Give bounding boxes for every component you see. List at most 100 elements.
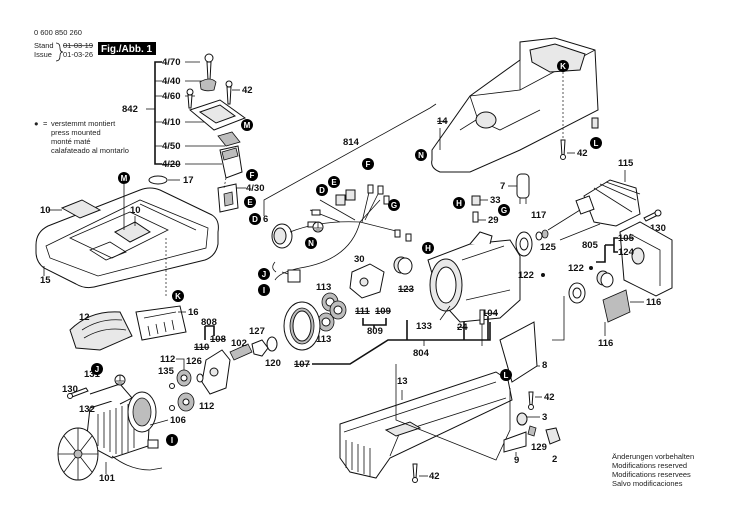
planet-carrier	[349, 263, 385, 299]
callout-120: 120	[265, 358, 281, 369]
marker-J-harness: J	[258, 268, 270, 280]
callout-42-switch: 42	[242, 85, 253, 96]
callout-116-right: 116	[646, 297, 661, 308]
callout-109: 109	[375, 306, 391, 317]
motor-plug	[147, 439, 159, 449]
marker-L-housing: L	[590, 137, 602, 149]
gasket-122-left	[515, 231, 533, 257]
callout-123: 123	[398, 284, 414, 295]
wiring-harness	[274, 184, 412, 281]
callout-122-left: 122	[518, 270, 534, 281]
callout-116-bottom: 116	[598, 338, 613, 349]
callout-127: 127	[249, 326, 265, 337]
callout-10-center: 10	[130, 205, 141, 216]
svg-text:E: E	[247, 198, 253, 207]
legend-line-fr: monté maté	[51, 137, 91, 146]
gear-112-top	[176, 369, 192, 387]
callout-808: 808	[201, 317, 217, 328]
marker-E-harness: E	[328, 176, 340, 188]
clip-135a	[169, 383, 175, 389]
callout-13: 13	[397, 376, 408, 387]
marker-H-clip: H	[453, 197, 465, 209]
brush-holder-cover	[619, 221, 673, 297]
callout-42-housing: 42	[577, 148, 588, 159]
switch-contact-4-50	[217, 131, 241, 147]
callout-131: 131	[84, 369, 101, 380]
washer-120	[266, 336, 278, 352]
brace-icon	[55, 42, 64, 62]
callout-42-base-right: 42	[544, 392, 555, 403]
svg-text:I: I	[263, 286, 265, 295]
switch-screw-4-70	[204, 53, 214, 81]
ground-symbol-motor-icon	[114, 374, 126, 386]
svg-text:I: I	[171, 436, 173, 445]
svg-text:J: J	[95, 365, 99, 374]
callout-30: 30	[354, 254, 365, 265]
capacitor-7	[516, 173, 530, 204]
housing-clip	[591, 117, 599, 129]
armature-115	[547, 179, 641, 231]
callout-132: 132	[79, 404, 95, 415]
svg-text:K: K	[560, 62, 566, 71]
ground-symbol-icon	[312, 221, 324, 233]
marker-H-harness: H	[422, 242, 434, 254]
svg-text:F: F	[366, 160, 371, 169]
figure-label: Fig./Abb. 1	[101, 44, 153, 55]
switch-4-20	[219, 145, 243, 179]
callout-130-left: 130	[62, 384, 78, 395]
callout-112-top: 112	[160, 354, 175, 365]
callout-4-60: 4/60	[162, 91, 181, 102]
callout-112-bottom: 112	[199, 401, 214, 412]
group-805-bracket	[596, 237, 618, 263]
marker-G-capacitor: G	[498, 204, 510, 216]
svg-text:L: L	[594, 139, 599, 148]
callout-12: 12	[79, 312, 90, 323]
marker-L-base: L	[500, 369, 512, 381]
callout-115: 115	[618, 158, 634, 169]
svg-text:H: H	[456, 199, 462, 208]
legend-line-en: press mounted	[51, 128, 101, 137]
marker-F-harness: F	[362, 158, 374, 170]
svg-text:N: N	[308, 239, 314, 248]
issue-label: Issue	[34, 50, 52, 59]
callout-101: 101	[99, 473, 116, 484]
legend-equals: =	[43, 119, 48, 128]
legend-line-de: verstemmt montiert	[51, 119, 116, 128]
callout-814: 814	[343, 137, 360, 148]
marker-N-housing: N	[415, 149, 427, 161]
svg-text:M: M	[121, 174, 128, 183]
svg-text:D: D	[319, 186, 325, 195]
footer-line-fr: Modifications reservees	[612, 470, 691, 479]
group-804-bracket	[312, 316, 491, 365]
washer-126	[196, 373, 204, 383]
gasket-122-right	[568, 282, 586, 304]
callout-29: 29	[488, 215, 499, 226]
callout-126: 126	[186, 356, 202, 367]
callout-33: 33	[490, 195, 501, 206]
motor-housing-top	[431, 37, 599, 173]
clip-33	[471, 195, 481, 206]
callout-107: 107	[294, 359, 310, 370]
callout-4-70: 4/70	[162, 57, 181, 68]
callout-3: 3	[542, 412, 547, 423]
footer-line-en: Modifications reserved	[612, 461, 687, 470]
svg-text:D: D	[252, 215, 258, 224]
marker-D-harness: D	[316, 184, 328, 196]
callout-16: 16	[188, 307, 199, 318]
washer-117	[535, 231, 543, 241]
screw-130-left	[67, 387, 89, 399]
stand-date: 01-03-19	[63, 41, 93, 50]
callout-113-bottom: 113	[316, 334, 331, 345]
legend-line-es: calafateado al montarlo	[51, 146, 129, 155]
footer-line-de: Änderungen vorbehalten	[612, 452, 694, 461]
issue-date: 01-03-26	[63, 50, 93, 59]
callout-104: 104	[482, 308, 499, 319]
stand-label: Stand	[34, 41, 54, 50]
fan-guard-12	[69, 311, 133, 351]
spider-127	[251, 339, 269, 357]
group-809-bracket	[362, 318, 387, 328]
callout-122-right: 122	[568, 263, 584, 274]
marker-I-harness: I	[258, 284, 270, 296]
switch-screw-42	[225, 80, 233, 105]
